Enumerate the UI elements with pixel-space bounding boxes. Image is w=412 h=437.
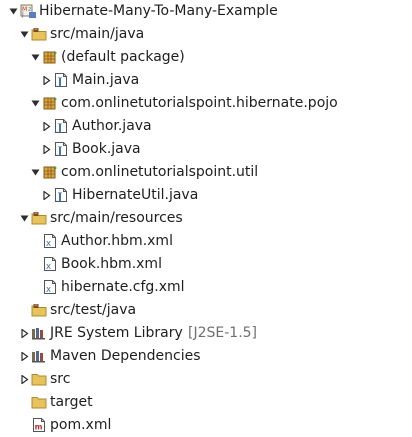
expand-toggle-icon[interactable] [42, 69, 52, 92]
folder-icon [31, 391, 47, 414]
java-file-icon: J [53, 184, 69, 207]
collapse-toggle-icon[interactable] [9, 0, 19, 23]
tree-item[interactable]: JRE System Library [J2SE-1.5] [0, 322, 412, 345]
tree-item-label: Hibernate-Many-To-Many-Example [39, 3, 278, 19]
tree-item[interactable]: m pom.xml [0, 414, 412, 437]
tree-item-label: Author.hbm.xml [61, 233, 173, 249]
folder-icon [31, 368, 47, 391]
collapse-toggle-icon[interactable] [31, 161, 41, 184]
tree-item[interactable]: x Author.hbm.xml [0, 230, 412, 253]
tree-item-label: com.onlinetutorialspoint.hibernate.pojo [61, 95, 338, 111]
expand-toggle-icon[interactable] [42, 115, 52, 138]
svg-text:x: x [46, 262, 51, 272]
tree-item-label: JRE System Library [50, 325, 183, 341]
xml-file-icon: x [42, 253, 58, 276]
tree-item-label: src/test/java [50, 302, 137, 318]
package-icon [42, 92, 58, 115]
svg-text:J: J [57, 146, 63, 157]
collapse-toggle-icon[interactable] [20, 23, 30, 46]
tree-item-label: com.onlinetutorialspoint.util [61, 164, 259, 180]
package-icon [42, 46, 58, 69]
collapse-toggle-icon[interactable] [31, 46, 41, 69]
svg-text:J: J [21, 11, 24, 18]
tree-item-label: target [50, 394, 93, 410]
tree-item-label: pom.xml [50, 417, 112, 433]
tree-item-label: src [50, 371, 71, 387]
library-icon [31, 345, 47, 368]
tree-item[interactable]: com.onlinetutorialspoint.util [0, 161, 412, 184]
svg-text:2: 2 [28, 7, 31, 13]
tree-item[interactable]: (default package) [0, 46, 412, 69]
tree-item[interactable]: com.onlinetutorialspoint.hibernate.pojo [0, 92, 412, 115]
tree-item-label: Maven Dependencies [50, 348, 201, 364]
source-folder-icon [31, 23, 47, 46]
tree-item-label: Book.hbm.xml [61, 256, 162, 272]
pom-file-icon: m [31, 414, 47, 437]
source-folder-icon [31, 207, 47, 230]
svg-text:m: m [35, 423, 43, 432]
xml-file-icon: x [42, 230, 58, 253]
expand-toggle-icon[interactable] [20, 322, 30, 345]
expand-toggle-icon[interactable] [42, 184, 52, 207]
tree-item[interactable]: target [0, 391, 412, 414]
tree-item[interactable]: J Author.java [0, 115, 412, 138]
tree-item[interactable]: src/test/java [0, 299, 412, 322]
svg-text:x: x [46, 239, 51, 249]
tree-item-label: src/main/java [50, 26, 145, 42]
package-icon [42, 161, 58, 184]
collapse-toggle-icon[interactable] [31, 92, 41, 115]
svg-text:x: x [46, 285, 51, 295]
collapse-toggle-icon[interactable] [20, 207, 30, 230]
tree-item-label: Book.java [72, 141, 141, 157]
tree-item[interactable]: J Main.java [0, 69, 412, 92]
tree-item[interactable]: J HibernateUtil.java [0, 184, 412, 207]
tree-item-label: Author.java [72, 118, 152, 134]
tree-item[interactable]: Maven Dependencies [0, 345, 412, 368]
java-file-icon: J [53, 115, 69, 138]
tree-item-label: hibernate.cfg.xml [61, 279, 185, 295]
tree-item-label: src/main/resources [50, 210, 183, 226]
xml-file-icon: x [42, 276, 58, 299]
expand-toggle-icon[interactable] [20, 345, 30, 368]
tree-item[interactable]: src/main/resources [0, 207, 412, 230]
tree-item[interactable]: J Book.java [0, 138, 412, 161]
library-icon [31, 322, 47, 345]
tree-item-label: HibernateUtil.java [72, 187, 199, 203]
tree-item-label: (default package) [61, 49, 185, 65]
source-folder-icon [31, 299, 47, 322]
svg-text:J: J [57, 77, 63, 88]
tree-item-label: Main.java [72, 72, 140, 88]
expand-toggle-icon[interactable] [20, 368, 30, 391]
tree-item[interactable]: x Book.hbm.xml [0, 253, 412, 276]
java-file-icon: J [53, 138, 69, 161]
svg-text:J: J [57, 123, 63, 134]
tree-item[interactable]: src [0, 368, 412, 391]
svg-text:J: J [57, 192, 63, 203]
tree-item[interactable]: x hibernate.cfg.xml [0, 276, 412, 299]
svg-text:M: M [22, 6, 27, 13]
expand-toggle-icon[interactable] [42, 138, 52, 161]
tree-item[interactable]: src/main/java [0, 23, 412, 46]
tree-item-decoration: [J2SE-1.5] [188, 325, 258, 341]
java-file-icon: J [53, 69, 69, 92]
